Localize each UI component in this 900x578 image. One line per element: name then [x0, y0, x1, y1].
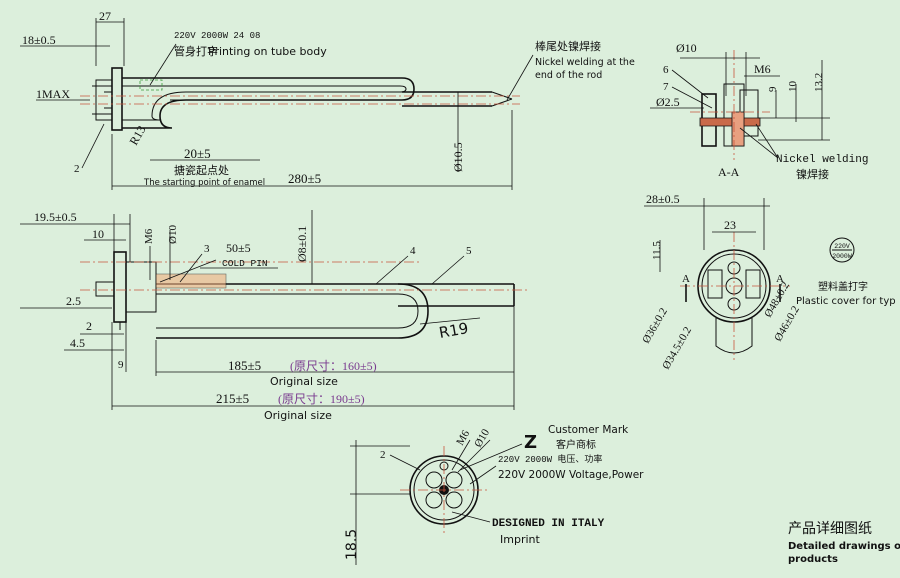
enamel-cn: 搪瓷起点处 — [174, 163, 229, 177]
side-r19: R19 — [438, 319, 470, 342]
side-orig-label-2: Original size — [264, 409, 332, 422]
bottom-dim-18-5: 18.5 — [344, 529, 360, 560]
end-dia-36: Ø36±0.2 — [640, 306, 670, 346]
end-view: 28±0.5 23 11.5 A A Ø36±0.2 Ø34.5±0.2 Ø48… — [640, 192, 895, 372]
side-dim-185: 185±5 — [228, 358, 261, 373]
side-dim-19-5: 19.5±0.5 — [34, 210, 77, 224]
dim-20: 20±5 — [184, 146, 211, 161]
aa-label-6: 6 — [663, 64, 669, 76]
dim-27: 27 — [99, 9, 111, 23]
print-cn: 管身打字 — [174, 44, 218, 58]
callout-2-top: 2 — [74, 163, 80, 175]
aa-m6: M6 — [754, 62, 771, 76]
side-dia-10: Ø10 — [167, 225, 179, 244]
volt-en: 220V 2000W Voltage,Power — [498, 469, 644, 481]
side-u-tube — [156, 283, 429, 339]
side-cold-pin: COLD PIN — [222, 258, 268, 269]
aa-dim-9: 9 — [767, 86, 779, 92]
aa-dim-13-2: 13.2 — [813, 73, 825, 92]
side-callout-4: 4 — [410, 245, 416, 257]
cover-badge — [829, 237, 855, 263]
aa-nickel-cn: 镍焊接 — [796, 167, 829, 181]
bottom-dia-10: Ø10 — [472, 427, 492, 450]
aa-label-7: 7 — [663, 81, 669, 93]
side-orig-190: (原尺寸：190±5) — [278, 392, 365, 406]
bottom-callout-2: 2 — [380, 449, 386, 461]
customer-logo: Z — [524, 432, 537, 453]
side-callout-5: 5 — [466, 245, 472, 257]
bottom-view: M6 Ø10 2 18.5 Z Customer Mark 客户商标 220V … — [344, 424, 644, 565]
r13-label: R13 — [126, 123, 148, 147]
side-orig-label-1: Original size — [270, 375, 338, 388]
section-aa: Ø10 6 7 M6 Ø2.5 9 10 13.2 A-A Nickel wel… — [650, 41, 868, 181]
one-max: 1MAX — [36, 87, 70, 101]
nickel-en-1: Nickel welding at the — [535, 57, 635, 68]
badge-watt: 2000W — [832, 253, 852, 260]
side-dim-10: 10 — [92, 227, 104, 241]
dim-280: 280±5 — [288, 171, 321, 186]
print-en: Printing on tube body — [208, 45, 327, 58]
aa-title: A-A — [718, 165, 740, 179]
cover-cn: 塑料盖打字 — [818, 280, 868, 293]
end-a-right: A — [776, 273, 784, 285]
end-dim-23: 23 — [724, 218, 736, 232]
end-dim-11-5: 11.5 — [651, 241, 663, 260]
side-dim-9: 9 — [118, 359, 124, 371]
volt-spec: 220V 2000W 电压、功率 — [498, 453, 602, 465]
aa-dia-10: Ø10 — [676, 41, 697, 55]
cust-en: Customer Mark — [548, 424, 629, 436]
side-callout-3: 3 — [204, 243, 210, 255]
side-dim-50: 50±5 — [226, 241, 251, 255]
side-dim-2: 2 — [86, 319, 92, 333]
bottom-m6: M6 — [454, 428, 472, 448]
print-spec: 220V 2000W 24 08 — [174, 31, 260, 41]
side-orig-160: (原尺寸：160±5) — [290, 359, 377, 373]
top-terminal-block — [95, 79, 113, 121]
nickel-cn: 棒尾处镍焊接 — [535, 39, 601, 53]
end-dim-28: 28±0.5 — [646, 192, 680, 206]
footer: 产品详细图纸 Detailed drawings of products — [788, 521, 900, 565]
footer-cn: 产品详细图纸 — [788, 521, 872, 537]
enamel-en: The starting point of enamel — [143, 178, 265, 188]
imprint-label: Imprint — [500, 533, 540, 546]
cust-cn: 客户商标 — [556, 438, 596, 451]
side-dim-215: 215±5 — [216, 391, 249, 406]
footer-en-1: Detailed drawings of — [788, 541, 900, 552]
end-a-left: A — [682, 273, 690, 285]
end-dia-34-5: Ø34.5±0.2 — [660, 325, 694, 372]
side-dim-4-5: 4.5 — [70, 336, 85, 350]
cover-en: Plastic cover for typ — [796, 296, 896, 307]
side-dim-2-5: 2.5 — [66, 294, 81, 308]
dim-18: 18±0.5 — [22, 33, 56, 47]
side-view: 19.5±0.5 10 M6 Ø10 3 50±5 COLD PIN Ø8±0.… — [20, 210, 530, 422]
top-flange — [111, 67, 123, 131]
aa-nickel-en: Nickel welding — [776, 154, 868, 166]
footer-en-2: products — [788, 554, 838, 565]
designed-in-italy: DESIGNED IN ITALY — [492, 518, 605, 530]
side-m6: M6 — [143, 228, 155, 244]
aa-dia-2-5: Ø2.5 — [656, 95, 680, 109]
nickel-en-2: end of the rod — [535, 70, 602, 81]
aa-dim-10: 10 — [787, 81, 799, 93]
badge-volt: 220V — [834, 243, 850, 250]
top-view: 27 18±0.5 220V 2000W 24 08 管身打字 Printing… — [20, 9, 635, 190]
side-dia-8: Ø8±0.1 — [295, 226, 309, 262]
